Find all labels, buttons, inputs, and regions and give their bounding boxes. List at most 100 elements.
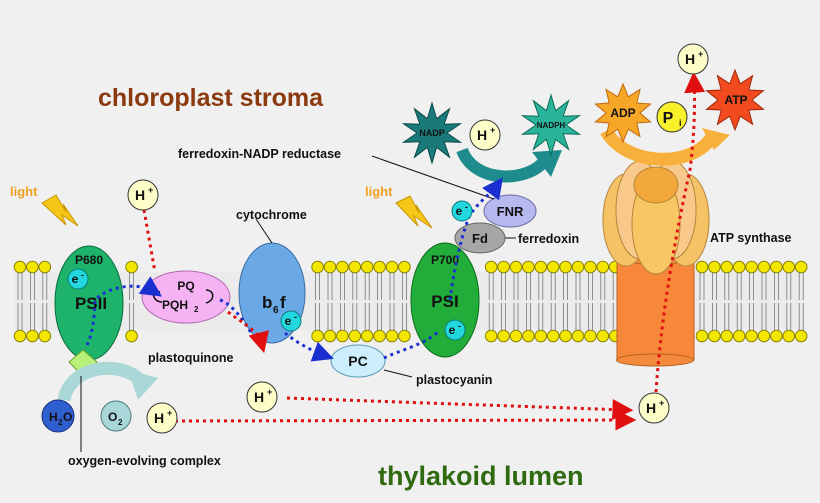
- lipid-head: [695, 329, 709, 343]
- psii-label: PSII: [75, 294, 107, 313]
- lipid-head: [360, 329, 374, 343]
- h-plus-sign: +: [698, 49, 703, 59]
- electron-path-psi-fnr: [448, 177, 503, 301]
- h-plus-sign: +: [148, 185, 153, 195]
- p680-label: P680: [75, 253, 103, 267]
- light-bolt-right-icon: [395, 195, 433, 229]
- h-plus-ion: H+: [469, 119, 501, 151]
- psi-label: PSI: [431, 292, 458, 311]
- lipid-head: [373, 260, 386, 274]
- lipid-head: [497, 329, 510, 343]
- lipid-head: [398, 260, 411, 274]
- electron-e: e: [285, 314, 292, 328]
- plastocyanin: PC: [330, 344, 386, 378]
- electron-minus: -: [294, 312, 297, 322]
- h-plus-ion: H+: [146, 402, 178, 434]
- lipid-head: [732, 260, 746, 274]
- lipid-head: [26, 329, 39, 343]
- electron: e-: [67, 268, 89, 290]
- atp-synthase-label: ATP synthase: [710, 231, 792, 245]
- lipid-head: [522, 260, 535, 274]
- lipid-head: [571, 260, 585, 274]
- lipid-head: [385, 260, 399, 274]
- h-plus-h: H: [154, 410, 164, 426]
- electron-minus: -: [465, 202, 468, 212]
- lipid-heads-bottom: [13, 329, 808, 343]
- h2o-2: 2: [58, 418, 63, 427]
- electron-minus: -: [81, 270, 84, 280]
- atp-burst: ATP: [705, 68, 765, 132]
- lipid-head: [546, 260, 560, 274]
- lipid-head: [720, 329, 734, 343]
- lipid-head: [708, 260, 721, 274]
- lipid-head: [373, 329, 386, 343]
- lipid-head: [13, 329, 27, 343]
- oxygen-molecule: O 2: [100, 400, 132, 432]
- lipid-head: [584, 260, 597, 274]
- lipid-head: [336, 329, 349, 343]
- lipid-head: [720, 260, 734, 274]
- nadp-label: NADP: [419, 128, 445, 138]
- lipid-head: [348, 329, 362, 343]
- psi-complex: P700 PSI: [410, 242, 480, 358]
- electron-path-pc-psi: [383, 328, 442, 360]
- lipid-heads-top: [13, 260, 808, 274]
- plastoquinone-label: plastoquinone: [148, 351, 233, 365]
- lipid-head: [745, 260, 758, 274]
- lipid-head: [782, 329, 796, 343]
- psii-complex: P680 PSII: [54, 245, 124, 361]
- lipid-head: [522, 329, 535, 343]
- lipid-head: [770, 260, 783, 274]
- pqh2-label: PQH: [162, 298, 188, 312]
- h-plus-h: H: [254, 389, 264, 405]
- lipid-head: [26, 260, 39, 274]
- pi-p: P: [663, 110, 674, 127]
- b6f-f: f: [280, 293, 286, 312]
- pi-circle: P i: [656, 101, 688, 133]
- lipid-head: [770, 329, 783, 343]
- h-plus-h: H: [646, 400, 656, 416]
- lipid-head: [323, 329, 337, 343]
- proton-path-pq-lumen: [227, 310, 269, 354]
- lipid-head: [534, 329, 548, 343]
- lipid-head: [323, 260, 337, 274]
- lipid-head: [695, 260, 709, 274]
- cytochrome-label: cytochrome: [236, 208, 307, 222]
- pqh2-sub: 2: [194, 305, 199, 314]
- b6f-b: b: [262, 293, 272, 312]
- electron-e: e: [72, 272, 79, 286]
- b6f-6: 6: [273, 305, 279, 316]
- adp-burst: ADP: [594, 82, 652, 144]
- water-molecule: H 2 O: [41, 399, 75, 433]
- lipid-head: [757, 260, 771, 274]
- lipid-head: [484, 260, 498, 274]
- lipid-head: [497, 260, 510, 274]
- lumen-title: thylakoid lumen: [378, 461, 584, 491]
- oec-label: oxygen-evolving complex: [68, 454, 221, 468]
- o2-2: 2: [118, 418, 123, 427]
- lipid-head: [534, 260, 548, 274]
- pi-i: i: [679, 118, 682, 128]
- electron: e-: [444, 319, 466, 341]
- fnr: FNR: [483, 194, 537, 228]
- h-plus-sign: +: [167, 408, 172, 418]
- h-plus-ion: H+: [246, 381, 278, 413]
- light-label-left: light: [10, 184, 38, 199]
- atp-synthase: [602, 160, 710, 367]
- lipid-head: [509, 260, 523, 274]
- lipid-head: [360, 260, 374, 274]
- pq-label: PQ: [177, 279, 194, 293]
- lipid-tails: [17, 272, 804, 331]
- h-plus-ion: H+: [638, 392, 670, 424]
- electron-path-b6f-pc: [284, 331, 334, 362]
- nadp-burst: NADP: [401, 101, 463, 165]
- pc-label: PC: [348, 353, 367, 369]
- electron-e: e: [449, 323, 456, 337]
- lipid-head: [745, 329, 758, 343]
- proton-path-stroma-pq: [142, 209, 157, 273]
- lipid-head: [13, 260, 27, 274]
- h-plus-h: H: [477, 127, 487, 143]
- lipid-head: [484, 329, 498, 343]
